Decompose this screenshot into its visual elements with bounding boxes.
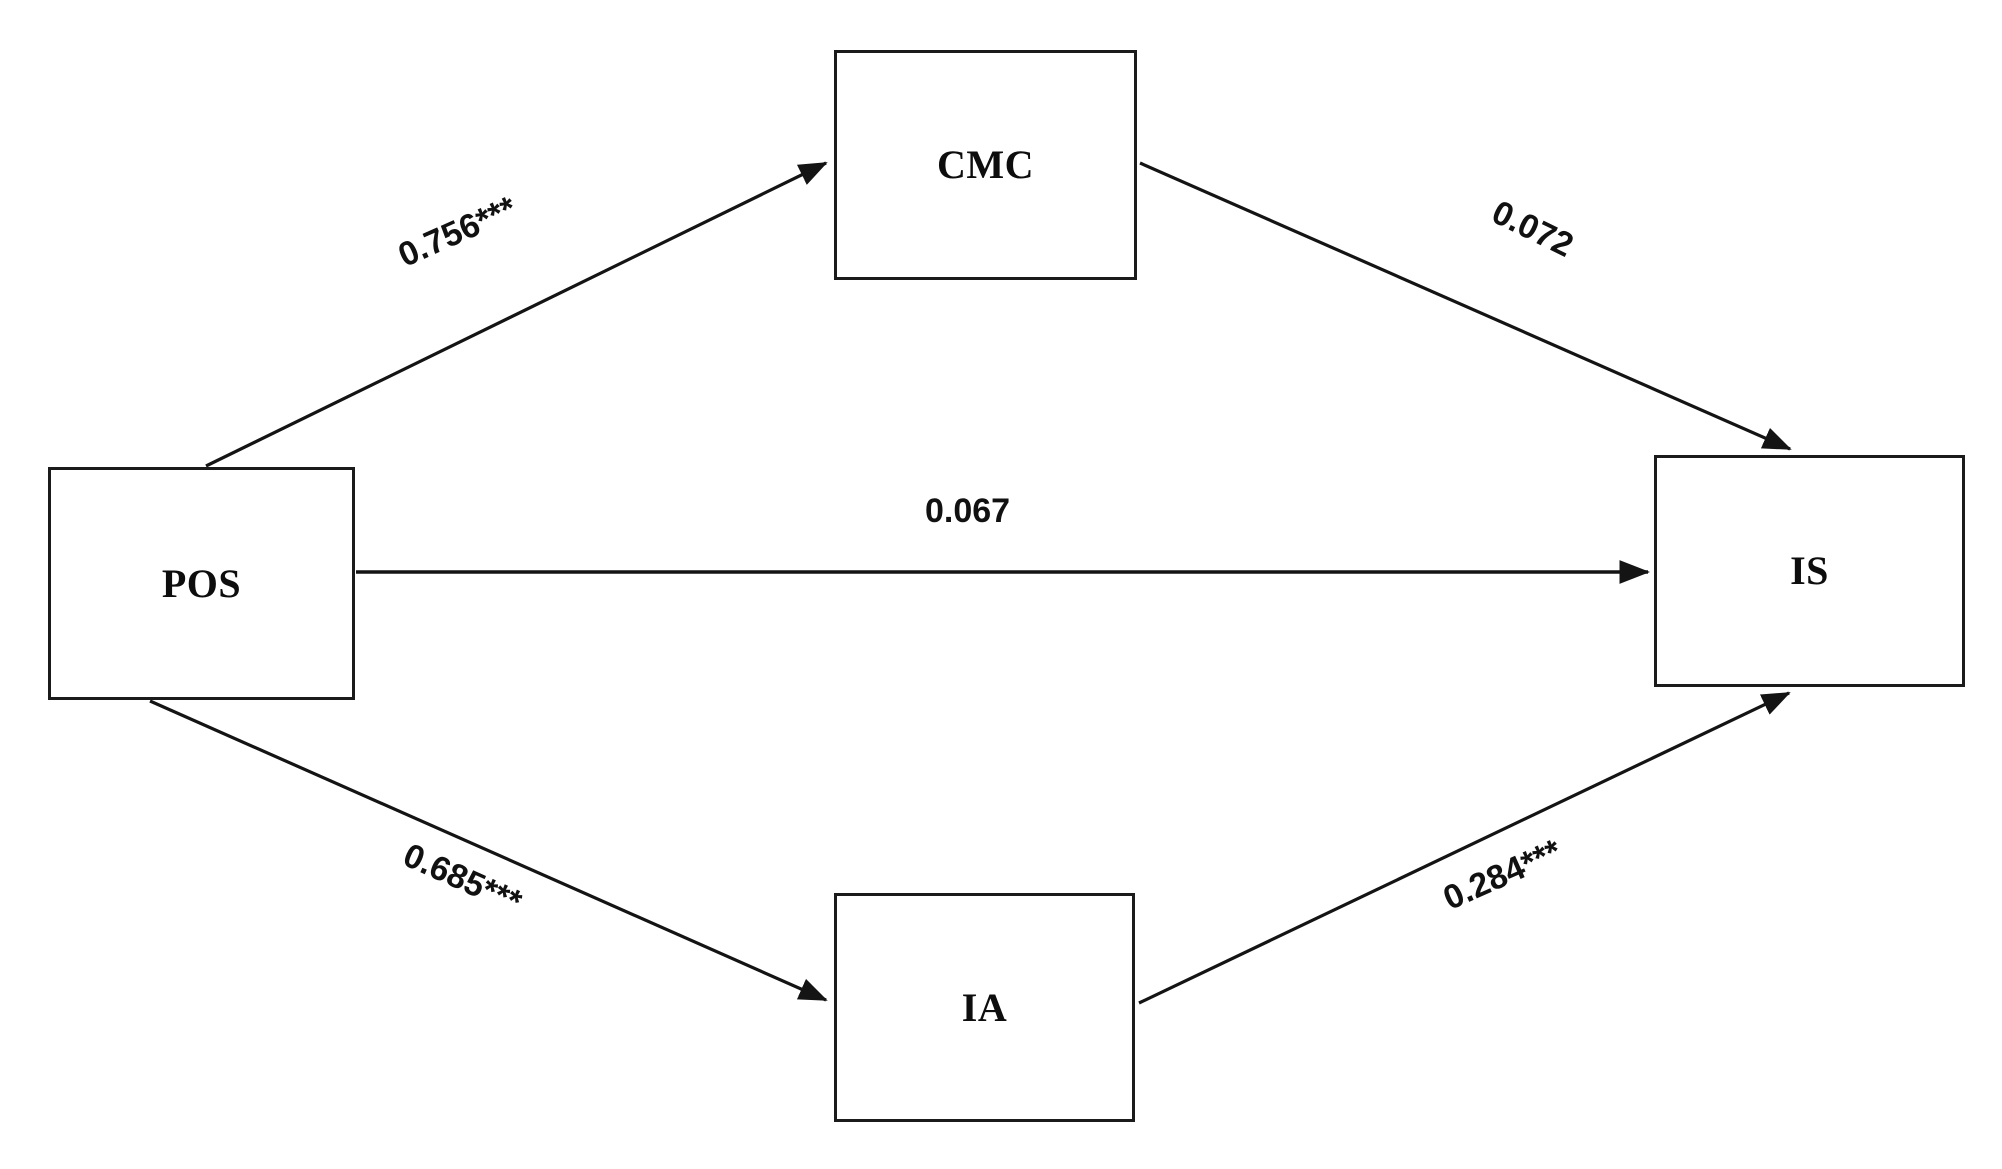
node-box-ia[interactable]: IA	[834, 893, 1135, 1122]
node-box-pos[interactable]: POS	[48, 467, 355, 700]
node-label-cmc: CMC	[936, 142, 1035, 187]
node-box-is[interactable]: IS	[1654, 455, 1965, 687]
node-label-pos: POS	[161, 560, 242, 606]
arrow-pos-to-ia	[149, 699, 828, 1002]
node-label-is: IS	[1790, 548, 1829, 593]
arrow-cmc-to-is	[1139, 161, 1792, 451]
node-label-ia: IA	[961, 984, 1008, 1030]
node-box-cmc[interactable]: CMC	[834, 50, 1137, 280]
arrow-pos-to-cmc	[205, 161, 828, 468]
path-label-pos-to-is: 0.067	[925, 492, 1011, 530]
arrow-ia-to-is	[1138, 691, 1791, 1005]
